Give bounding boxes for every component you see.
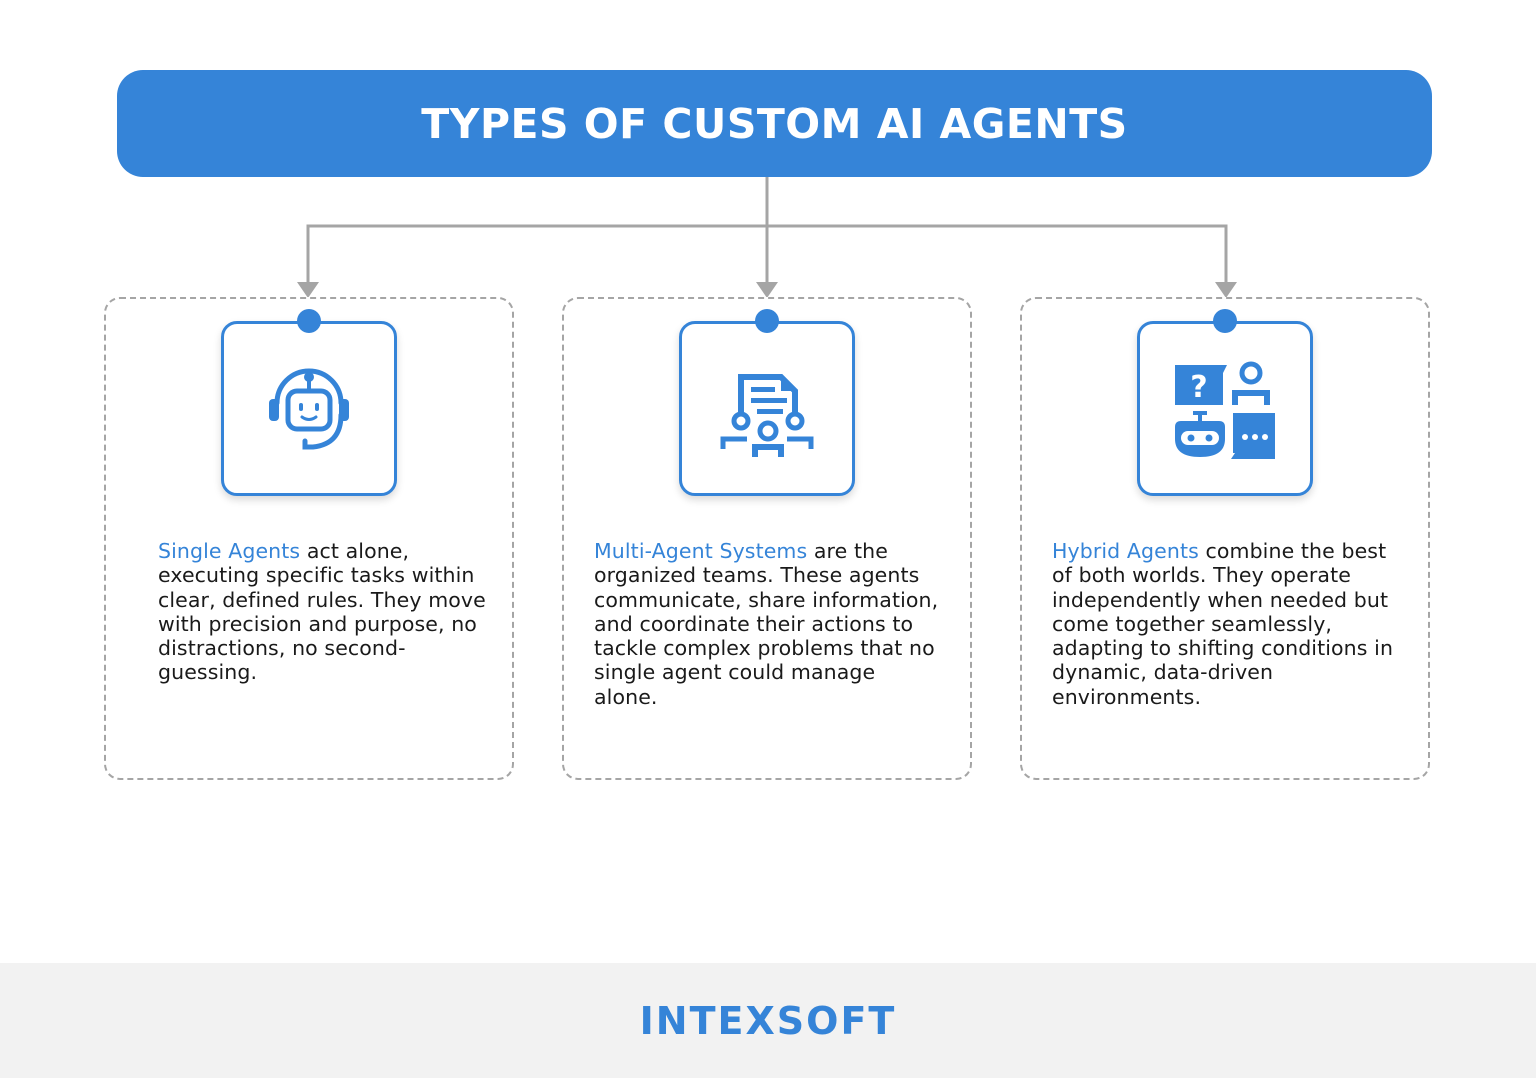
connector-arrows [297, 177, 1237, 298]
title-banner: TYPES OF CUSTOM AI AGENTS [117, 70, 1432, 177]
card-highlight: Single Agents [158, 539, 301, 563]
multi-agent-network-icon [720, 373, 814, 457]
icon-frame: ? [1137, 309, 1313, 496]
card-single-agents: Single Agents act alone, executing speci… [104, 297, 514, 780]
card-highlight: Multi-Agent Systems [594, 539, 808, 563]
card-highlight: Hybrid Agents [1052, 539, 1199, 563]
card-hybrid-agents: ? Hybrid Agents combine the best of both… [1020, 297, 1430, 780]
robot-headset-icon [269, 368, 349, 449]
icon-frame [679, 309, 855, 496]
footer: INTEXSOFT [0, 963, 1536, 1078]
icon-frame [221, 309, 397, 496]
card-description: Hybrid Agents combine the best of both w… [1052, 539, 1402, 709]
card-body: are the organized teams. These agents co… [594, 539, 939, 709]
hybrid-chat-agents-icon: ? [1175, 361, 1275, 459]
card-description: Multi-Agent Systems are the organized te… [594, 539, 944, 709]
svg-text:?: ? [1190, 370, 1207, 405]
connector-dot [1213, 309, 1237, 333]
card-description: Single Agents act alone, executing speci… [158, 539, 503, 685]
card-multi-agent-systems: Multi-Agent Systems are the organized te… [562, 297, 972, 780]
brand-logo: INTEXSOFT [639, 998, 897, 1043]
connector-dot [755, 309, 779, 333]
page-title: TYPES OF CUSTOM AI AGENTS [421, 99, 1128, 148]
connector-dot [297, 309, 321, 333]
card-body: combine the best of both worlds. They op… [1052, 539, 1394, 709]
card-body: act alone, executing specific tasks with… [158, 539, 486, 685]
